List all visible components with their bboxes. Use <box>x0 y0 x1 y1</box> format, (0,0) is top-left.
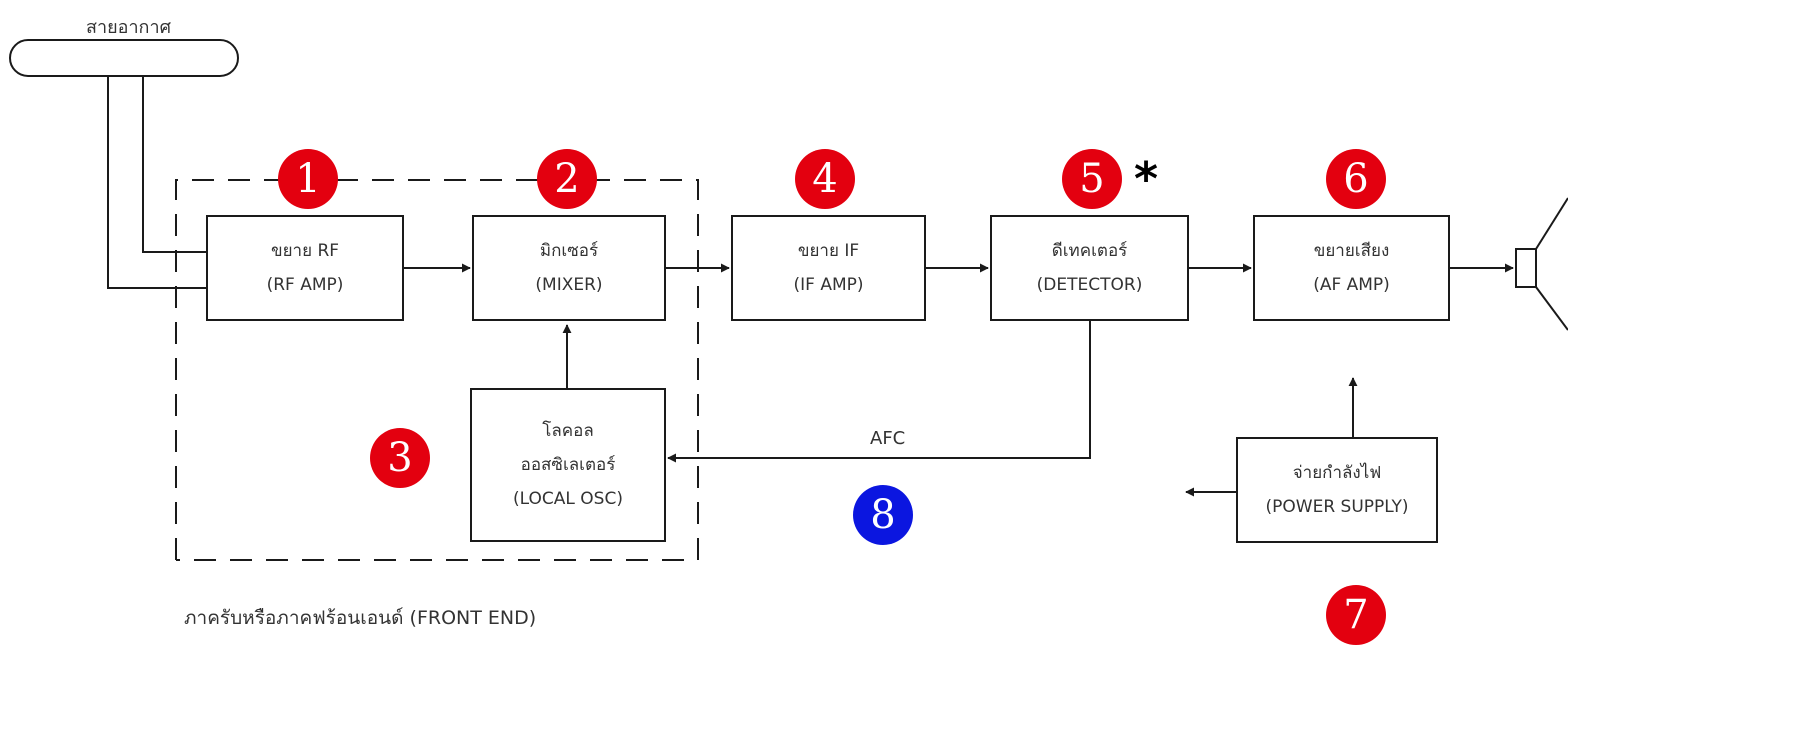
speaker-cone-lower <box>1535 286 1568 331</box>
badge-1: 1 <box>278 149 338 209</box>
asterisk-mark: * <box>1134 152 1159 206</box>
detector-block: ดีเทคเตอร์ (DETECTOR) <box>990 215 1189 321</box>
if-amp-block: ขยาย IF (IF AMP) <box>731 215 926 321</box>
mixer-block: มิกเซอร์ (MIXER) <box>472 215 666 321</box>
front-end-label: ภาครับหรือภาคฟร้อนเอนด์ (FRONT END) <box>184 607 537 629</box>
local-osc-block: โลคอล ออสซิเลเตอร์ (LOCAL OSC) <box>470 388 666 542</box>
if-amp-thai: ขยาย IF <box>797 241 860 261</box>
detector-thai: ดีเทคเตอร์ <box>1051 241 1128 261</box>
antenna-feed-inner <box>142 76 207 253</box>
antenna-feed-outer <box>107 76 207 289</box>
mixer-english: (MIXER) <box>535 275 603 295</box>
badge-6: 6 <box>1326 149 1386 209</box>
afc-label: AFC <box>870 428 906 449</box>
badge-7: 7 <box>1326 585 1386 645</box>
badge-3: 3 <box>370 428 430 488</box>
antenna-label: สายอากาศ <box>86 17 171 38</box>
speaker-magnet <box>1515 248 1537 288</box>
power-supply-english: (POWER SUPPLY) <box>1265 497 1409 517</box>
af-amp-block: ขยายเสียง (AF AMP) <box>1253 215 1450 321</box>
badge-8: 8 <box>853 485 913 545</box>
local-osc-thai-1: โลคอล <box>542 421 594 441</box>
rf-amp-english: (RF AMP) <box>266 275 344 295</box>
af-amp-thai: ขยายเสียง <box>1313 241 1390 261</box>
rf-amp-thai: ขยาย RF <box>270 241 340 261</box>
local-osc-thai-2: ออสซิเลเตอร์ <box>520 455 616 475</box>
badge-5: 5 <box>1062 149 1122 209</box>
detector-english: (DETECTOR) <box>1036 275 1143 295</box>
front-end-boundary <box>175 179 699 561</box>
mixer-thai: มิกเซอร์ <box>539 241 599 261</box>
local-osc-english: (LOCAL OSC) <box>513 489 623 509</box>
radio-receiver-block-diagram: สายอากาศ ภาครับหรือภาคฟร้อนเอนด์ (FRONT … <box>9 17 1568 645</box>
if-amp-english: (IF AMP) <box>793 275 864 295</box>
power-supply-block: จ่ายกำลังไฟ (POWER SUPPLY) <box>1236 437 1438 543</box>
badge-2: 2 <box>537 149 597 209</box>
antenna-loop <box>9 39 239 77</box>
rf-amp-block: ขยาย RF (RF AMP) <box>206 215 404 321</box>
af-amp-english: (AF AMP) <box>1313 275 1390 295</box>
speaker-cone <box>1535 197 1568 250</box>
power-supply-thai: จ่ายกำลังไฟ <box>1292 463 1382 483</box>
connector-lines <box>9 39 1568 561</box>
afc-feedback-line <box>667 321 1091 463</box>
badge-4: 4 <box>795 149 855 209</box>
